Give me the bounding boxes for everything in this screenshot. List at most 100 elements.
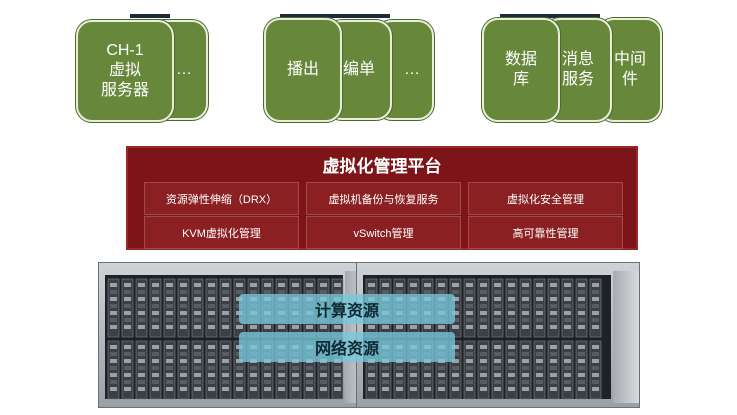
blade-vent [466,352,473,356]
blade-vent [194,373,201,377]
blade-vent [180,366,187,370]
blade-vent [222,318,229,322]
blade-vent [592,345,599,349]
blade-vent [368,283,375,287]
blade-vent [236,325,243,329]
cell-label: KVM虚拟化管理 [182,227,261,240]
blade-vent [522,380,529,384]
blade-vent [382,283,389,287]
blade-vent [396,380,403,384]
blade-vent [522,318,529,322]
blade-vent [410,325,417,329]
blade-vent [180,359,187,363]
blade-vent [180,380,187,384]
cell-elastic-scaling: 资源弹性伸缩（DRX） [144,182,299,215]
blade-vent [208,352,215,356]
blade-vent [466,297,473,301]
blade-vent [396,373,403,377]
blade-vent [508,380,515,384]
blade-vent [138,290,145,294]
blade-vent [480,283,487,287]
blade-vent [138,311,145,315]
blade-vent [194,325,201,329]
blade-vent [396,366,403,370]
blade-vent [578,283,585,287]
blade-vent [550,297,557,301]
blade-vent [592,380,599,384]
network-resources-label: 网络资源 [239,332,455,362]
blade-vent [264,387,271,391]
blade-vent [424,283,431,287]
blade-vent [292,366,299,370]
blade-vent [222,297,229,301]
blade-vent [494,311,501,315]
blade-vent [278,373,285,377]
blade-vent [124,380,131,384]
blade-vent [452,318,459,322]
blade-vent [222,283,229,287]
blade-vent [494,283,501,287]
blade-vent [110,283,117,287]
rack-side-panel [613,271,639,403]
blade-vent [382,387,389,391]
blade-vent [452,345,459,349]
blade-vent [180,318,187,322]
blade-vent [166,283,173,287]
blade-vent [194,366,201,370]
blade-vent [124,297,131,301]
blade-vent [124,373,131,377]
blade-vent [508,297,515,301]
blade-vent [564,283,571,287]
blade-vent [222,359,229,363]
blade-vent [138,387,145,391]
compute-resources-text: 计算资源 [314,303,379,320]
blade-vent [250,366,257,370]
blade-vent [306,366,313,370]
blade-vent [124,283,131,287]
blade-vent [208,283,215,287]
blade-vent [578,387,585,391]
blade-vent [522,297,529,301]
blade-vent [138,366,145,370]
blade-vent [368,290,375,294]
blade-vent [306,283,313,287]
blade-vent [292,283,299,287]
blade-vent [110,359,117,363]
blade-vent [236,387,243,391]
blade-vent [592,304,599,308]
cell-label: vSwitch管理 [353,227,414,240]
blade-vent [550,311,557,315]
blade-vent [194,311,201,315]
blade-vent [152,359,159,363]
blade-vent [124,290,131,294]
blade-vent [578,366,585,370]
blade-vent [236,290,243,294]
blade-vent [124,304,131,308]
blade-vent [110,345,117,349]
blade-vent [124,352,131,356]
blade-vent [236,366,243,370]
blade-vent [334,290,341,294]
blade-vent [194,352,201,356]
blade-vent [124,325,131,329]
blade-vent [550,359,557,363]
blade-vent [320,387,327,391]
blade-vent [466,311,473,315]
blade-vent [264,283,271,287]
blade-vent [578,373,585,377]
blade-vent [564,311,571,315]
card-broadcast: 播出 [264,18,342,122]
blade-vent [452,373,459,377]
blade-vent [382,325,389,329]
blade-vent [508,352,515,356]
group-top-bar [130,14,170,18]
blade-vent [536,352,543,356]
blade-vent [208,290,215,294]
blade-vent [194,290,201,294]
blade-vent [480,297,487,301]
blade-vent [564,297,571,301]
blade-vent [222,366,229,370]
blade-vent [536,283,543,287]
blade-vent [592,283,599,287]
blade-vent [564,352,571,356]
